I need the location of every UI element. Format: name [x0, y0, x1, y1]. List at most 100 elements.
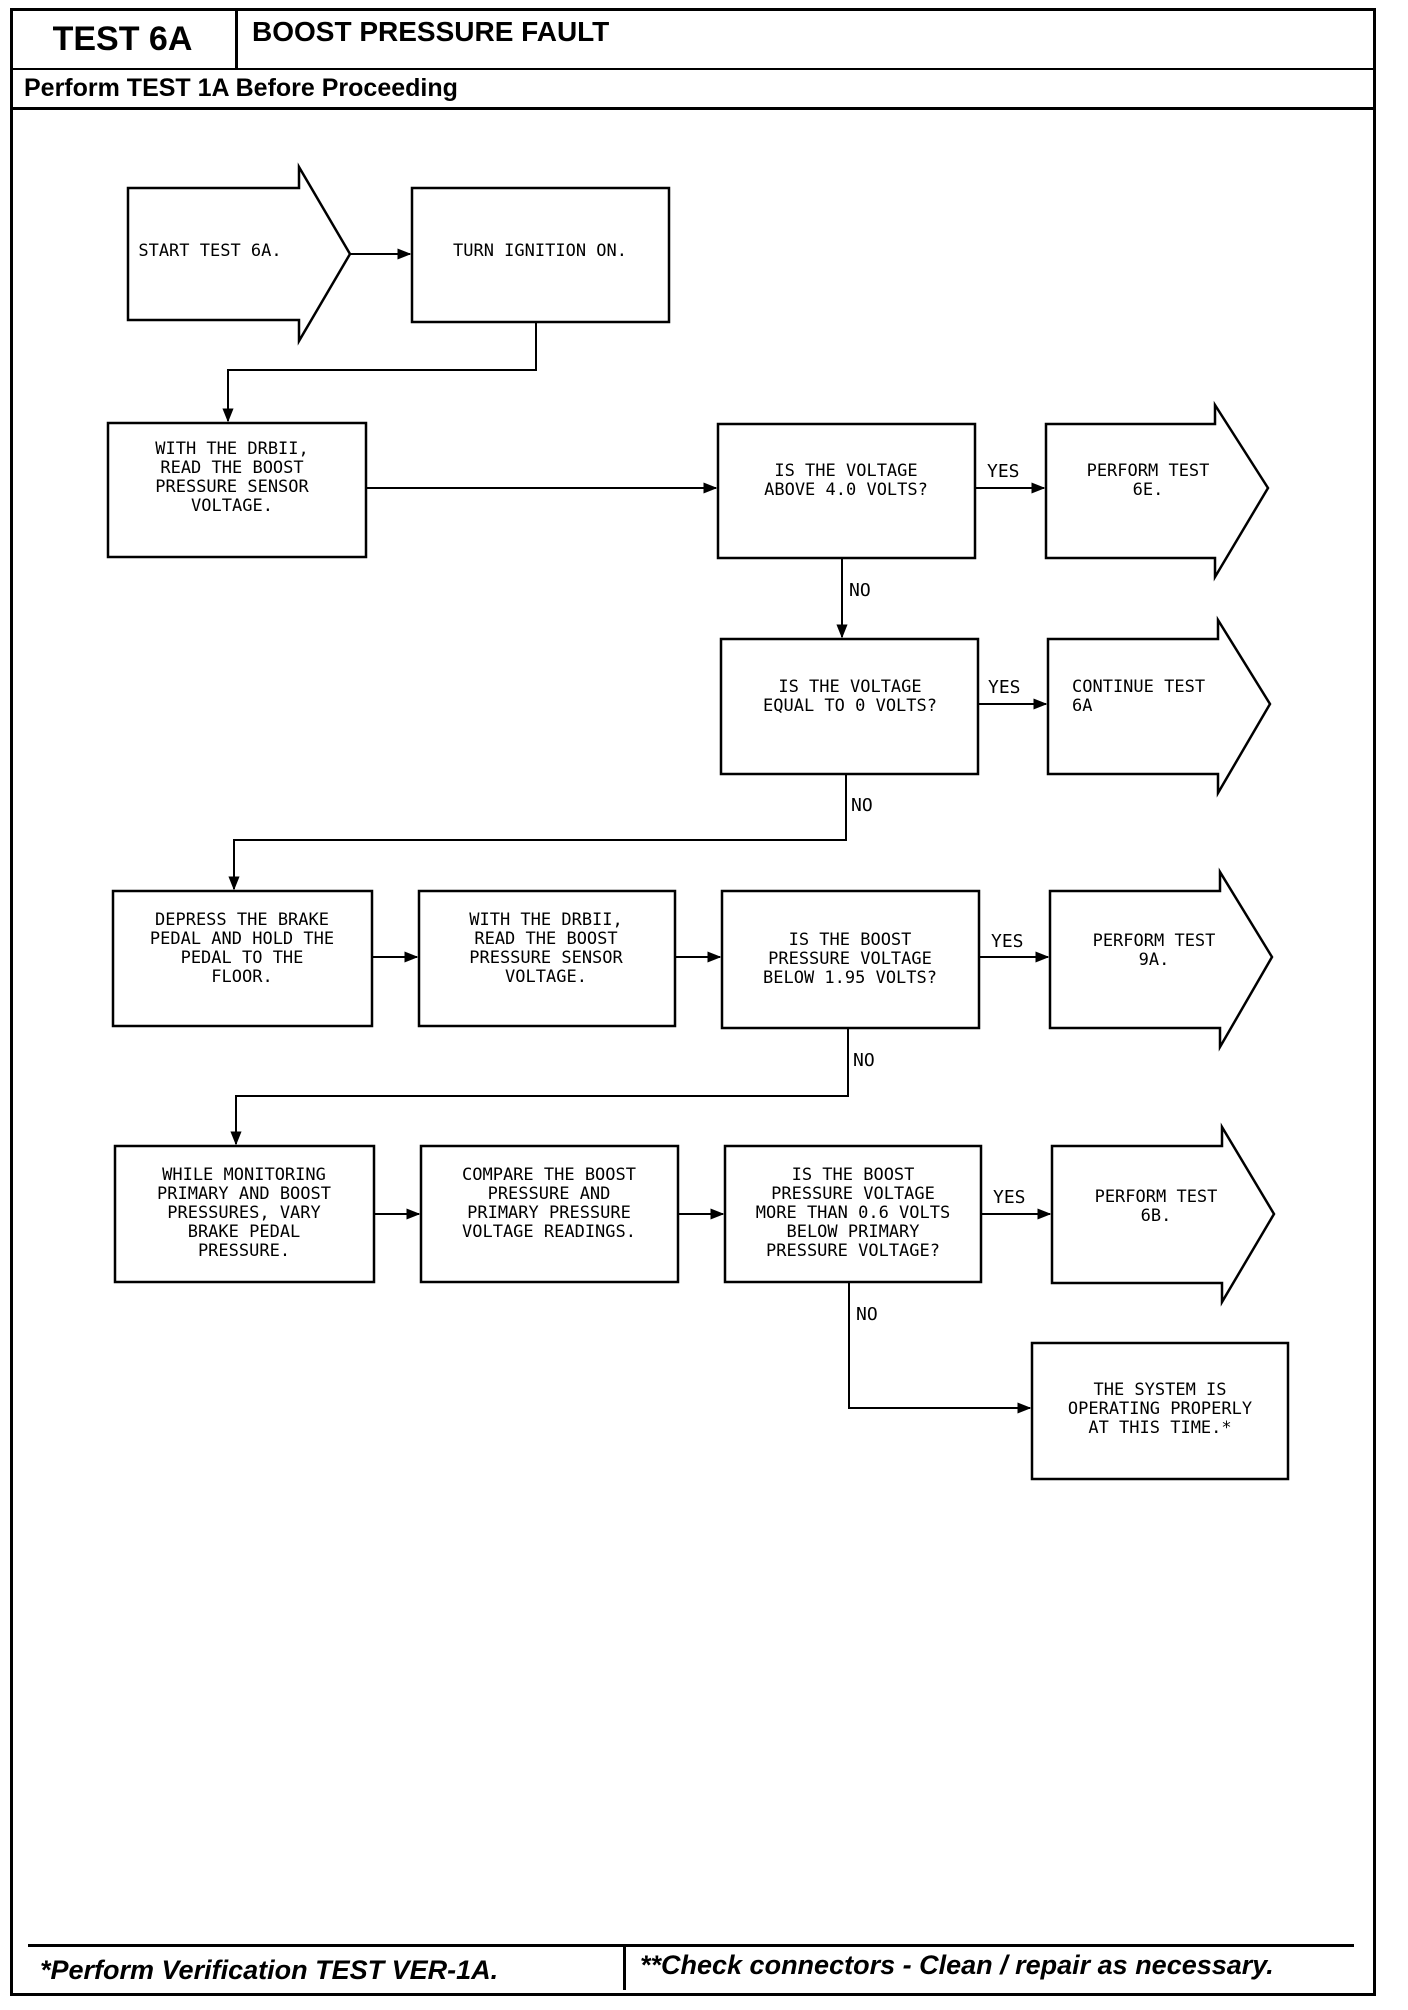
- text-line: BRAKE PEDAL: [188, 1222, 301, 1242]
- page-frame: [10, 8, 1376, 1996]
- text-line: VOLTAGE.: [505, 967, 587, 987]
- no-label-q1: NO: [849, 580, 871, 601]
- text-line: PERFORM TEST: [1095, 1187, 1218, 1207]
- text-line: PEDAL TO THE: [181, 948, 304, 968]
- text-line: PRESSURES, VARY: [167, 1203, 321, 1223]
- text-line: PRESSURE AND: [488, 1184, 611, 1204]
- text-line: 9A.: [1139, 950, 1170, 970]
- no-label-q2: NO: [851, 795, 873, 816]
- start-arrow: START TEST 6A.: [126, 162, 352, 346]
- footer-divider: [623, 1944, 626, 1990]
- text-line: VOLTAGE.: [191, 496, 273, 516]
- text-line: MORE THAN 0.6 VOLTS: [756, 1203, 950, 1223]
- text-line: PRESSURE SENSOR: [155, 477, 309, 497]
- test-title: BOOST PRESSURE FAULT: [252, 16, 610, 47]
- text-line: CONTINUE TEST: [1072, 677, 1205, 697]
- prerequisite-text: Perform TEST 1A Before Proceeding: [24, 74, 458, 102]
- connector-ignition-read: [222, 322, 537, 423]
- text-line: IS THE VOLTAGE: [774, 461, 917, 481]
- text-line: COMPARE THE BOOST: [462, 1165, 636, 1185]
- connectors: [222, 248, 1052, 1414]
- text-line: VOLTAGE READINGS.: [462, 1222, 636, 1242]
- text-line: PRIMARY PRESSURE: [467, 1203, 631, 1223]
- start-text: START TEST 6A.: [138, 241, 281, 261]
- text-line: START TEST 6A.: [138, 241, 281, 261]
- connectors-note: **Check connectors - Clean / repair as n…: [640, 1950, 1274, 1980]
- yes-label-q4: YES: [993, 1187, 1026, 1208]
- text-line: IS THE VOLTAGE: [778, 677, 921, 697]
- text-line: IS THE BOOST: [789, 930, 912, 950]
- prerequisite-row: [10, 70, 1376, 110]
- text-line: PRIMARY AND BOOST: [157, 1184, 331, 1204]
- connector-q4-ok: [848, 1282, 1032, 1414]
- text-line: OPERATING PROPERLY: [1068, 1399, 1252, 1419]
- text-line: BELOW 1.95 VOLTS?: [763, 968, 937, 988]
- text-line: PERFORM TEST: [1093, 931, 1216, 951]
- text-line: FLOOR.: [211, 967, 272, 987]
- text-line: READ THE BOOST: [474, 929, 617, 949]
- ignition-box: TURN IGNITION ON.: [410, 186, 671, 324]
- no-label-q3: NO: [853, 1050, 875, 1071]
- text-line: AT THIS TIME.*: [1088, 1418, 1231, 1438]
- no-label-q4: NO: [856, 1304, 878, 1325]
- text-line: PRESSURE VOLTAGE: [768, 949, 932, 969]
- text-line: 6E.: [1133, 480, 1164, 500]
- yes-label-q1: YES: [987, 461, 1020, 482]
- text-line: THE SYSTEM IS: [1093, 1380, 1226, 1400]
- text-line: 6A: [1072, 696, 1092, 716]
- header-row: [10, 8, 1376, 70]
- text-line: WITH THE DRBII,: [155, 439, 309, 459]
- text-line: 6B.: [1141, 1206, 1172, 1226]
- text-line: PRESSURE VOLTAGE?: [766, 1241, 940, 1261]
- yes-label-q2: YES: [988, 677, 1021, 698]
- text-line: READ THE BOOST: [160, 458, 303, 478]
- verification-note: *Perform Verification TEST VER-1A.: [40, 1955, 499, 1985]
- text-line: IS THE BOOST: [792, 1165, 915, 1185]
- text-line: PEDAL AND HOLD THE: [150, 929, 334, 949]
- text-line: WHILE MONITORING: [162, 1165, 326, 1185]
- text-line: TURN IGNITION ON.: [453, 241, 627, 261]
- text-line: ABOVE 4.0 VOLTS?: [764, 480, 928, 500]
- yes-label-q3: YES: [991, 931, 1024, 952]
- text-line: PERFORM TEST: [1087, 461, 1210, 481]
- ignition-text: TURN IGNITION ON.: [453, 241, 627, 261]
- text-line: EQUAL TO 0 VOLTS?: [763, 696, 937, 716]
- connector-q3-monitor: [230, 1028, 849, 1146]
- test-id: TEST 6A: [10, 8, 238, 70]
- text-line: DEPRESS THE BRAKE: [155, 910, 329, 930]
- footer-row: [28, 1944, 1354, 1990]
- connector-q2-depress: [228, 774, 847, 891]
- text-line: PRESSURE.: [198, 1241, 290, 1261]
- text-line: PRESSURE SENSOR: [469, 948, 623, 968]
- text-line: WITH THE DRBII,: [469, 910, 623, 930]
- text-line: PRESSURE VOLTAGE: [771, 1184, 935, 1204]
